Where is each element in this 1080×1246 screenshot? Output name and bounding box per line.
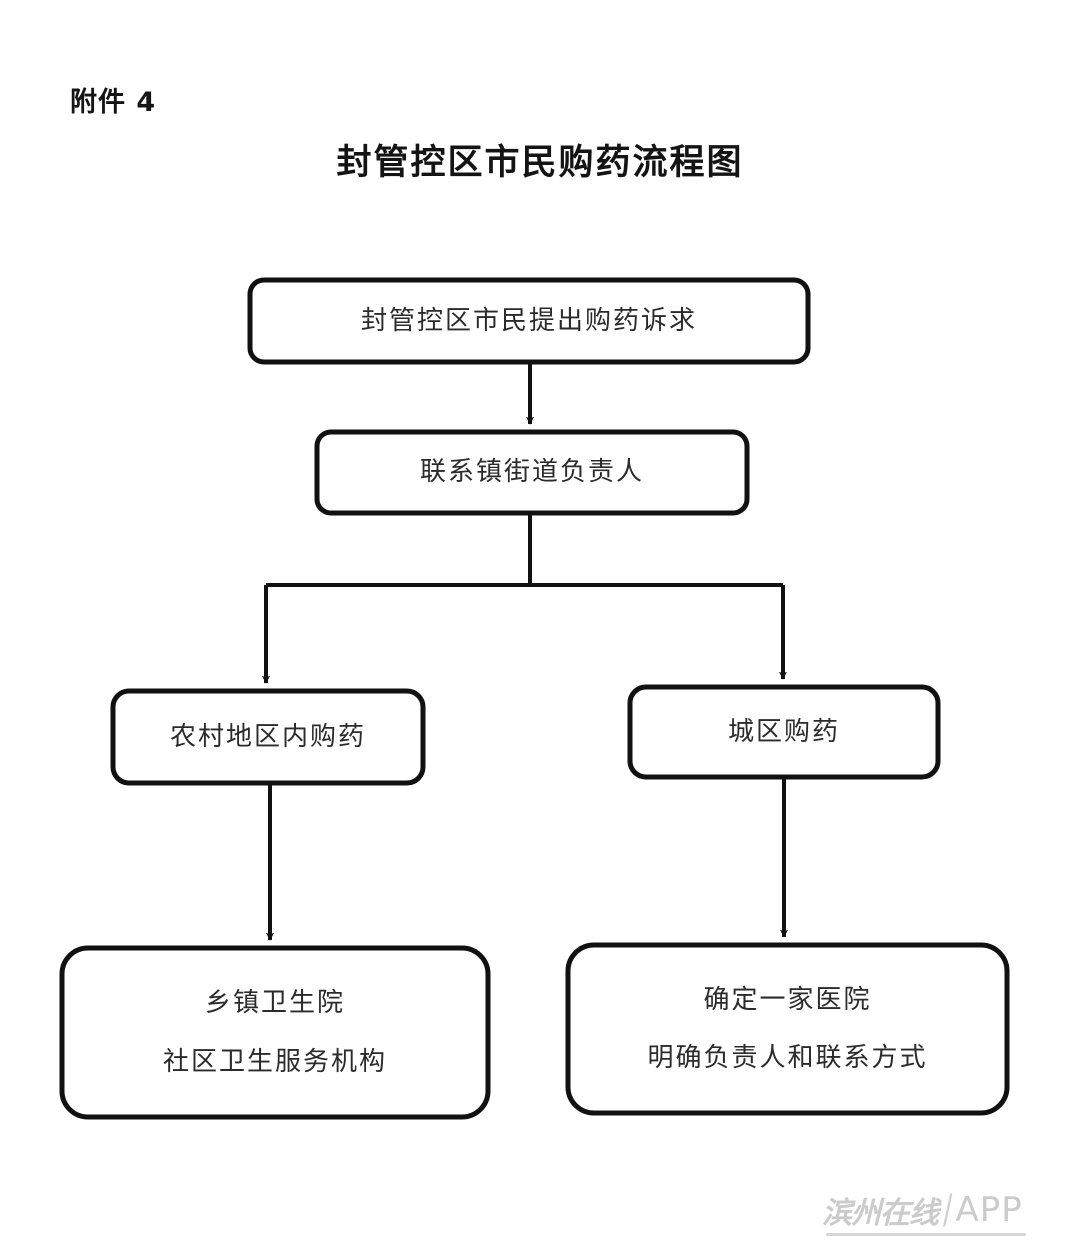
attachment-label: 附件 4 bbox=[70, 87, 157, 118]
node-box-n6[interactable] bbox=[565, 942, 1010, 1116]
watermark-underline bbox=[826, 1233, 1026, 1236]
watermark-slash-icon: / bbox=[943, 1187, 953, 1233]
node-box-n4[interactable] bbox=[627, 684, 941, 780]
node-box-n5[interactable] bbox=[59, 945, 491, 1120]
watermark-brand-app: APP bbox=[955, 1190, 1023, 1230]
node-box-n3[interactable] bbox=[110, 688, 426, 786]
flow-edges bbox=[262, 362, 788, 941]
flow-nodes bbox=[59, 277, 1010, 1120]
watermark: 滨州在线 / APP bbox=[822, 1182, 1072, 1238]
watermark-brand-cn: 滨州在线 bbox=[822, 1196, 939, 1231]
node-box-n2[interactable] bbox=[314, 429, 750, 516]
node-box-n1[interactable] bbox=[247, 277, 811, 365]
page-title: 封管控区市民购药流程图 bbox=[336, 143, 744, 183]
